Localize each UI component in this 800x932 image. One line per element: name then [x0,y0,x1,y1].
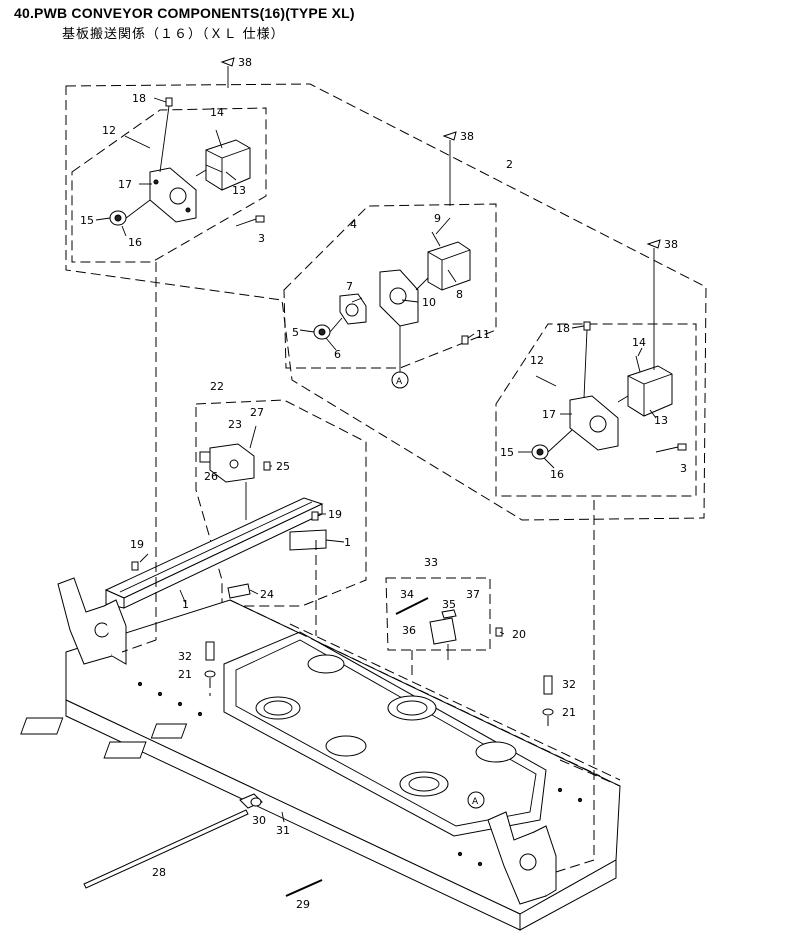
group-2-outline [65,83,707,521]
callout-7: 7 [346,280,353,293]
callout-20: 20 [512,628,526,641]
callout-16: 16 [128,236,142,249]
callout-29: 29 [296,898,310,911]
callout-19: 19 [130,538,144,551]
callout-9: 9 [434,212,441,225]
callout-38: 38 [664,238,678,251]
page-subtitle: 基板搬送関係（１６）（ＸＬ 仕様） [62,27,285,42]
callout-15: 15 [500,446,514,459]
guide-rail [104,497,327,609]
callout-38: 38 [460,130,474,143]
group-4-outline [283,203,497,369]
shaft-assembly [83,793,323,897]
motor-assembly-right [531,321,687,460]
callout-10: 10 [422,296,436,309]
callout-32: 32 [562,678,576,691]
callout-31: 31 [276,824,290,837]
callout-37: 37 [466,588,480,601]
callout-35: 35 [442,598,456,611]
callout-38: 38 [238,56,252,69]
callout-17: 17 [542,408,556,421]
page-title: 40.PWB CONVEYOR COMPONENTS(16)(TYPE XL) [14,5,355,21]
ref-triangle-38-center [442,131,457,141]
callout-3: 3 [680,462,687,475]
ref-a-frame: A [472,797,479,807]
ref-a-center: A [396,377,403,387]
callout-8: 8 [456,288,463,301]
callout-24: 24 [260,588,274,601]
callout-22: 22 [210,380,224,393]
callout-13: 13 [654,414,668,427]
callout-21: 21 [562,706,576,719]
callout-13: 13 [232,184,246,197]
callout-16: 16 [550,468,564,481]
callout-5: 5 [292,326,299,339]
group-12-right-outline [495,323,697,497]
callout-11: 11 [476,328,490,341]
ref-triangle-38-top [220,57,235,67]
callout-12: 12 [530,354,544,367]
callout-28: 28 [152,866,166,879]
callout-3: 3 [258,232,265,245]
callout-34: 34 [400,588,414,601]
callout-33: 33 [424,556,438,569]
group-33-outline [385,577,491,651]
callout-1: 1 [182,598,189,611]
callout-19: 19 [328,508,342,521]
callout-21: 21 [178,668,192,681]
callout-15: 15 [80,214,94,227]
sensor-bracket-33 [395,597,503,660]
ref-triangle-38-right [646,239,661,249]
callout-18: 18 [556,322,570,335]
group-12-top-outline [71,107,267,263]
motor-assembly-top-left [109,97,265,227]
motor-assembly-center [313,231,471,372]
callout-labels: 38 18 14 12 17 13 15 16 3 38 2 9 4 7 8 1… [80,56,687,911]
callout-2: 2 [506,158,513,171]
callout-6: 6 [334,348,341,361]
conveyor-base-frame [20,577,621,931]
callout-leaders [95,97,657,635]
callout-25: 25 [276,460,290,473]
callout-27: 27 [250,406,264,419]
callout-30: 30 [252,814,266,827]
callout-4: 4 [350,218,357,231]
callout-26: 26 [204,470,218,483]
callout-23: 23 [228,418,242,431]
callout-14: 14 [210,106,224,119]
callout-1: 1 [344,536,351,549]
callout-18: 18 [132,92,146,105]
callout-17: 17 [118,178,132,191]
callout-12: 12 [102,124,116,137]
callout-14: 14 [632,336,646,349]
bracket-assembly-22 [199,425,271,520]
group-22-outline [195,399,367,607]
callout-36: 36 [402,624,416,637]
callout-32: 32 [178,650,192,663]
